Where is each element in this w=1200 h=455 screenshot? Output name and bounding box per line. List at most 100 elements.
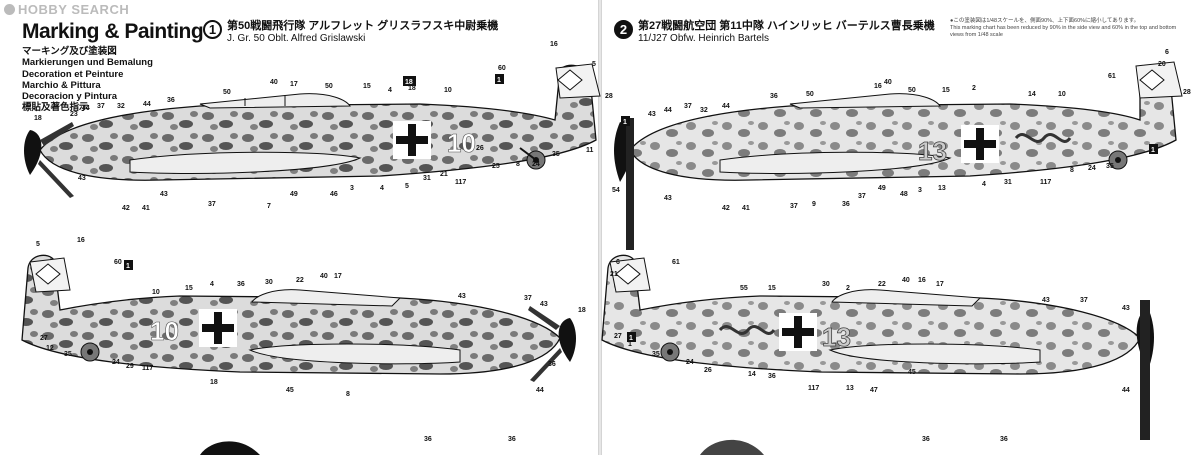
part-callout-number: 43 [78, 175, 86, 182]
plate-1-caption: 1 第50戦闘飛行隊 アルフレット グリスラフスキ中尉乗機 J. Gr. 50 … [203, 20, 498, 45]
part-callout-number: 117 [455, 179, 466, 186]
part-callout-number: 36 [1000, 436, 1008, 443]
part-callout-number: 28 [605, 93, 613, 100]
part-callout-number: 15 [768, 285, 776, 292]
part-callout-number: 37 [524, 295, 532, 302]
part-callout-number: 42 [722, 205, 730, 212]
part-callout-number: 54 [612, 187, 620, 194]
part-callout-number: 30 [265, 279, 273, 286]
part-callout-number: 44 [536, 387, 544, 394]
aircraft-number: 13 [918, 136, 947, 166]
part-callout-number: 37 [1080, 297, 1088, 304]
right-page [600, 0, 1200, 455]
part-callout-number: 4 [210, 281, 214, 288]
boxed-callout: 1 [124, 260, 133, 270]
part-callout-number: 49 [878, 185, 886, 192]
part-callout-number: 43 [1122, 305, 1130, 312]
plate-number-badge: 1 [203, 20, 222, 39]
part-callout-number: 4 [380, 185, 384, 192]
part-callout-number: 5 [405, 183, 409, 190]
scale-note: ●この塗装図は1/48スケールを、側面90%、上下面60%に縮小してあります。 … [950, 18, 1190, 39]
part-callout-number: 43 [1042, 297, 1050, 304]
plate-2-side-view-left: 13 [614, 61, 1183, 250]
part-callout-number: 44 [143, 101, 151, 108]
title-translation: Markierungen und Bemalung [22, 57, 153, 69]
title-translation: マーキング及び塗装図 [22, 46, 117, 57]
watermark-logo-icon [4, 4, 15, 15]
part-callout-number: 4 [982, 181, 986, 188]
title-translations: マーキング及び塗装図 Markierungen und Bemalung Dec… [22, 46, 153, 114]
plate-caption-english: J. Gr. 50 Oblt. Alfred Grislawski [227, 33, 366, 44]
part-callout-number: 50 [223, 89, 231, 96]
part-callout-number: 50 [908, 87, 916, 94]
aircraft-number: 10 [447, 128, 476, 158]
part-callout-number: 2 [846, 285, 850, 292]
part-callout-number: 36 [770, 93, 778, 100]
title-translation: Marchio & Pittura [22, 79, 101, 91]
part-callout-number: 30 [822, 281, 830, 288]
plate-1-side-view-left: 10 [24, 63, 601, 198]
part-callout-number: 11 [586, 147, 594, 154]
part-callout-number: 14 [1028, 91, 1036, 98]
part-callout-number: 40 [902, 277, 910, 284]
part-callout-number: 15 [942, 87, 950, 94]
part-callout-number: 24 [1088, 165, 1096, 172]
plate-caption-japanese: 第27戦闘航空団 第11中隊 ハインリッヒ バーテルス曹長乗機 [638, 20, 935, 32]
boxed-callout: 1 [495, 74, 504, 84]
svg-text:1: 1 [497, 77, 501, 84]
part-callout-number: 43 [458, 293, 466, 300]
scale-note-english: This marking chart has been reduced by 9… [950, 25, 1177, 38]
part-callout-number: 25 [492, 163, 500, 170]
part-callout-number: 16 [77, 237, 85, 244]
part-callout-number: 43 [648, 111, 656, 118]
part-callout-number: 8 [516, 161, 520, 168]
part-callout-number: 55 [740, 285, 748, 292]
part-callout-number: 36 [842, 201, 850, 208]
part-callout-number: 3 [350, 185, 354, 192]
part-callout-number: 8 [1070, 167, 1074, 174]
watermark-text: HOBBY SEARCH [18, 2, 130, 17]
part-callout-number: 6 [616, 259, 620, 266]
part-callout-number: 29 [126, 363, 134, 370]
part-callout-number: 36 [167, 97, 175, 104]
part-callout-number: 35 [652, 351, 660, 358]
title-translation: Decoration et Peinture [22, 68, 124, 80]
part-callout-number: 26 [476, 145, 484, 152]
part-callout-number: 43 [540, 301, 548, 308]
part-callout-number: 6 [1165, 49, 1169, 56]
part-callout-number: 5 [36, 241, 40, 248]
part-callout-number: 31 [423, 175, 431, 182]
part-callout-number: 43 [160, 191, 168, 198]
plate-2-underside-view-partial [700, 439, 764, 455]
plate-number-badge: 2 [614, 20, 633, 39]
svg-text:18: 18 [405, 79, 413, 86]
plate-2-side-view-right: 13 [601, 254, 1154, 440]
part-callout-number: 13 [846, 385, 854, 392]
part-callout-number: 7 [267, 203, 271, 210]
part-callout-number: 18 [210, 379, 218, 386]
part-callout-number: 37 [858, 193, 866, 200]
part-callout-number: 48 [900, 191, 908, 198]
part-callout-number: 37 [790, 203, 798, 210]
part-callout-number: 61 [1108, 73, 1116, 80]
part-callout-number: 49 [290, 191, 298, 198]
title-translation: Decoracion y Pintura [22, 91, 118, 103]
part-callout-number: 36 [768, 373, 776, 380]
part-callout-number: 50 [325, 83, 333, 90]
part-callout-number: 61 [672, 259, 680, 266]
part-callout-number: 18 [34, 115, 42, 122]
part-callout-number: 16 [874, 83, 882, 90]
aircraft-number: 13 [822, 322, 851, 352]
part-callout-number: 45 [908, 369, 916, 376]
watermark: HOBBY SEARCH [4, 2, 129, 17]
part-callout-number: 50 [806, 91, 814, 98]
svg-text:1: 1 [623, 119, 627, 126]
plate-1-underside-view-partial [200, 441, 260, 455]
plate-caption-english: 11/J27 Obfw. Heinrich Bartels [638, 33, 769, 44]
part-callout-number: 41 [142, 205, 150, 212]
part-callout-number: 10 [152, 289, 160, 296]
part-callout-number: 47 [870, 387, 878, 394]
part-callout-number: 37 [97, 103, 105, 110]
part-callout-number: 31 [1004, 179, 1012, 186]
